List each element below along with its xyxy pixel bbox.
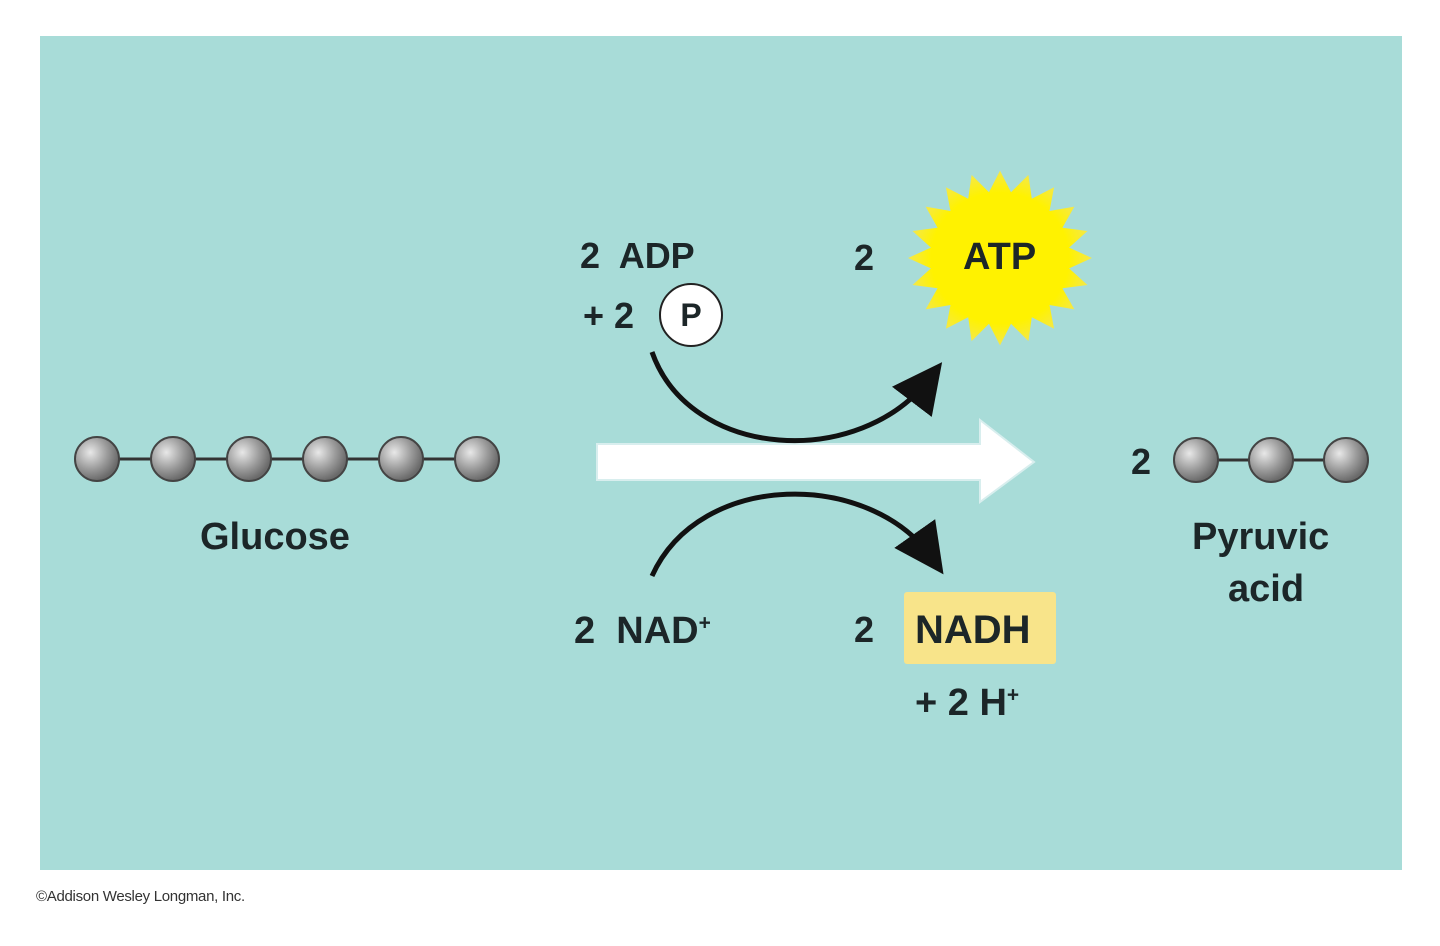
pyruvic-label-line1: Pyruvic	[1192, 516, 1330, 558]
carbon-atom	[226, 436, 272, 482]
phosphate-prefix: + 2	[583, 295, 635, 336]
pyruvic-label-line2: acid	[1228, 568, 1305, 610]
glucose-molecule	[74, 436, 500, 482]
pyruvic-coefficient: 2	[1131, 441, 1152, 482]
atp-coefficient: 2	[854, 237, 875, 278]
carbon-atom	[454, 436, 500, 482]
carbon-atom	[302, 436, 348, 482]
nad-superscript: +	[698, 611, 711, 635]
carbon-atom	[74, 436, 120, 482]
hydrogen-superscript: +	[1006, 683, 1020, 707]
adp-to-atp-arrow	[649, 351, 943, 443]
glucose-label: Glucose	[200, 516, 350, 558]
carbon-atom	[1323, 437, 1369, 483]
nadh-coefficient: 2	[854, 609, 875, 650]
phosphate-circle: P	[659, 283, 723, 347]
pyruvic-acid-molecule	[1173, 437, 1369, 483]
carbon-atom	[150, 436, 196, 482]
nad-text: 2 NAD	[574, 610, 699, 652]
nad-label: 2 NAD+	[574, 612, 711, 650]
carbon-atom	[1173, 437, 1219, 483]
copyright-credit: ©Addison Wesley Longman, Inc.	[36, 888, 245, 905]
adp-label: 2 ADP	[580, 235, 695, 276]
atp-burst-shape	[908, 170, 1092, 346]
nadh-highlight	[904, 592, 1056, 664]
main-reaction-arrow	[596, 417, 1036, 504]
atp-label: ATP	[963, 236, 1037, 278]
nadh-label: NADH	[915, 608, 1031, 652]
phosphate-label: P	[680, 296, 702, 333]
hydrogen-text: + 2 H	[915, 682, 1007, 724]
carbon-atom	[378, 436, 424, 482]
hydrogen-label: + 2 H+	[915, 684, 1019, 722]
carbon-atom	[1248, 437, 1294, 483]
nad-to-nadh-arrow	[649, 491, 944, 578]
